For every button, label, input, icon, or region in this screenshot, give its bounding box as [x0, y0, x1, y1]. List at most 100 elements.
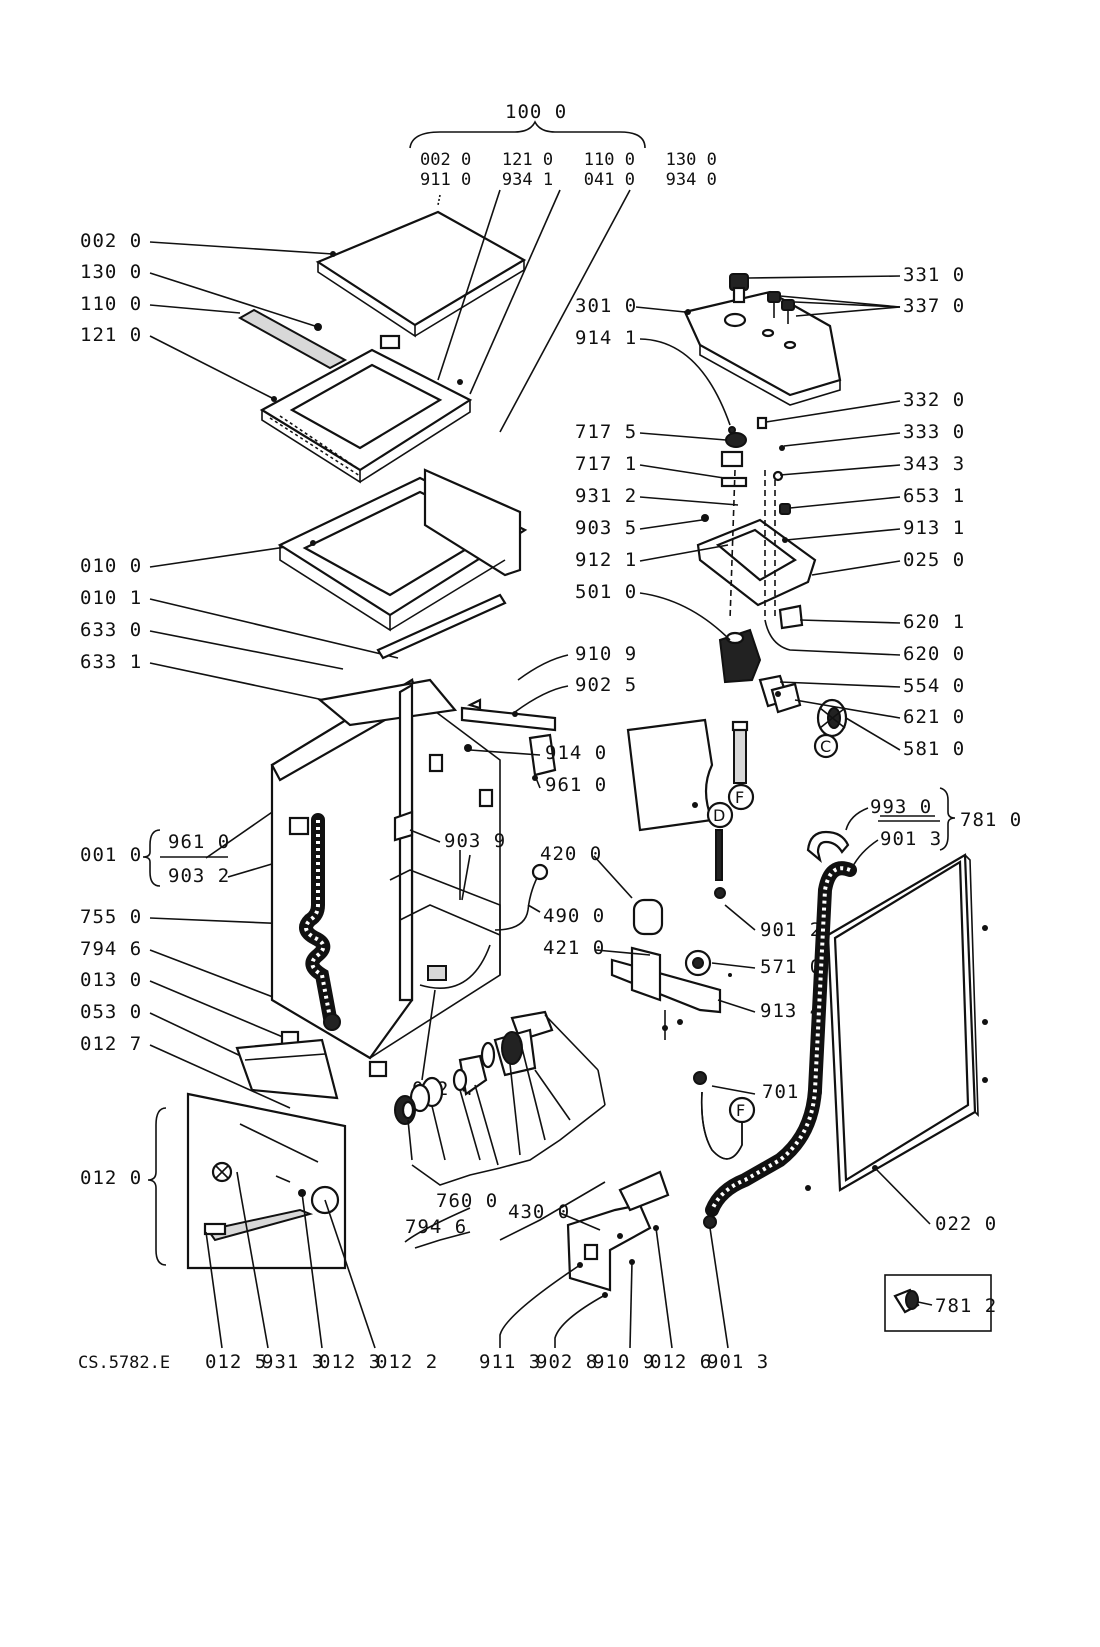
leader-420: [593, 855, 633, 899]
top-group-label: 100 0: [505, 101, 567, 123]
label-581-0: 581 0: [903, 738, 965, 760]
brace-781: 993 0 901 3 781 0: [845, 787, 1022, 869]
label-901-3-bottom: 901 3: [707, 1351, 769, 1373]
label-653-1: 653 1: [903, 485, 965, 507]
label-755-0: 755 0: [80, 906, 142, 928]
label-781-0: 781 0: [960, 809, 1022, 831]
label-910-9: 910 9: [575, 643, 637, 665]
pump-assembly: [610, 898, 732, 1040]
label-902-8: 902 8: [536, 1351, 598, 1373]
label-717-5: 717 5: [575, 421, 637, 443]
label-333-0: 333 0: [903, 421, 965, 443]
timer-motor-501: [718, 628, 762, 684]
label-343-3: 343 3: [903, 453, 965, 475]
top-frame-assembly: [277, 468, 528, 660]
label-053-0: 053 0: [80, 1001, 142, 1023]
label-331-0: 331 0: [903, 264, 965, 286]
label-903-5: 903 5: [575, 517, 637, 539]
top-group: 100 0 002 0 121 0 110 0 130 0 911 0 934 …: [409, 101, 717, 190]
label-012-0: 012 0: [80, 1167, 142, 1189]
label-010-0: 010 0: [80, 555, 142, 577]
label-571-0: 571 0: [760, 956, 822, 978]
label-012-5: 012 5: [205, 1351, 267, 1373]
bracket-center: [460, 698, 557, 781]
label-901-3-right: 901 3: [880, 828, 942, 850]
label-914-1: 914 1: [575, 327, 637, 349]
label-620-0: 620 0: [903, 643, 965, 665]
level-tube: F D: [706, 720, 755, 899]
top-group-row2: 911 0 934 1 041 0 934 0: [420, 170, 717, 190]
label-633-1: 633 1: [80, 651, 142, 673]
label-781-2: 781 2: [935, 1295, 997, 1317]
label-901-2: 901 2: [760, 919, 822, 941]
bottom-leader-lines: [499, 1227, 729, 1349]
label-130-0: 130 0: [80, 261, 142, 283]
label-421-0: 421 0: [543, 937, 605, 959]
label-794-6: 794 6: [80, 938, 142, 960]
lid-frame: [237, 308, 473, 484]
label-012-6: 012 6: [650, 1351, 712, 1373]
drain-hose-781: [703, 830, 857, 1229]
marker-f-1: [727, 783, 755, 811]
label-121-0: 121 0: [80, 324, 142, 346]
label-931-2: 931 2: [575, 485, 637, 507]
drain-hose-755: [280, 813, 341, 1046]
label-621-0: 621 0: [903, 706, 965, 728]
label-010-1: 010 1: [80, 587, 142, 609]
bracket-430: [566, 1170, 670, 1298]
right-leader-lines: [639, 338, 901, 751]
label-490-0: 490 0: [543, 905, 605, 927]
marker-d-text: D: [713, 806, 725, 825]
label-961-0-center: 961 0: [545, 774, 607, 796]
leader-701: [711, 1085, 756, 1095]
label-931-3: 931 3: [262, 1351, 324, 1373]
control-panel: [683, 273, 842, 406]
inlet-hose-701: F: [693, 1071, 756, 1160]
brace-012-0: [147, 1107, 167, 1266]
label-332-0: 332 0: [903, 389, 965, 411]
inset-012-box: [186, 1092, 347, 1270]
label-993-0: 993 0: [870, 796, 932, 818]
label-013-0: 013 0: [80, 969, 142, 991]
top-group-leaders: [437, 189, 631, 433]
label-902-5: 902 5: [575, 674, 637, 696]
label-633-0: 633 0: [80, 619, 142, 641]
label-430-0: 430 0: [508, 1201, 570, 1223]
front-panel: [235, 1038, 339, 1100]
label-912-1: 912 1: [575, 549, 637, 571]
label-012-3: 012 3: [319, 1351, 381, 1373]
lid-top-cover: [315, 210, 527, 338]
label-760-0: 760 0: [436, 1190, 498, 1212]
leader-430: [559, 1212, 601, 1231]
marker-f-2-text: F: [736, 1101, 745, 1120]
center-leaders-1: [409, 654, 569, 843]
label-554-0: 554 0: [903, 675, 965, 697]
pump-housing: [394, 1010, 554, 1125]
label-001-0: 001 0: [80, 844, 142, 866]
label-961-0-left: 961 0: [168, 831, 230, 853]
label-903-2: 903 2: [168, 865, 230, 887]
label-913-4: 913 4: [760, 1000, 822, 1022]
label-910-9-bottom: 910 9: [593, 1351, 655, 1373]
inset-781-2: 781 2: [884, 1274, 997, 1332]
label-301-0: 301 0: [575, 295, 637, 317]
label-620-1: 620 1: [903, 611, 965, 633]
right-labels: 331 0 337 0 301 0 914 1 332 0 717 5 333 …: [575, 264, 965, 760]
label-002-0: 002 0: [80, 230, 142, 252]
marker-c-1: [813, 733, 839, 759]
label-914-0: 914 0: [545, 742, 607, 764]
left-labels: 002 0 130 0 110 0 121 0 010 0 010 1 633 …: [80, 230, 230, 1266]
label-903-9: 903 9: [444, 830, 506, 852]
label-012-2: 012 2: [376, 1351, 438, 1373]
label-501-0: 501 0: [575, 581, 637, 603]
pulley-581: C: [813, 698, 848, 759]
drawing-code: CS.5782.E: [78, 1353, 170, 1373]
side-shield: [626, 718, 714, 832]
brace-001: [142, 829, 161, 887]
marker-f-1-text: F: [735, 788, 744, 807]
label-717-1: 717 1: [575, 453, 637, 475]
inset-leaders: [205, 1189, 376, 1349]
bottom-labels: 012 5 931 3 012 3 012 2 911 3 902 8 910 …: [78, 1351, 769, 1373]
label-022-0: 022 0: [935, 1213, 997, 1235]
